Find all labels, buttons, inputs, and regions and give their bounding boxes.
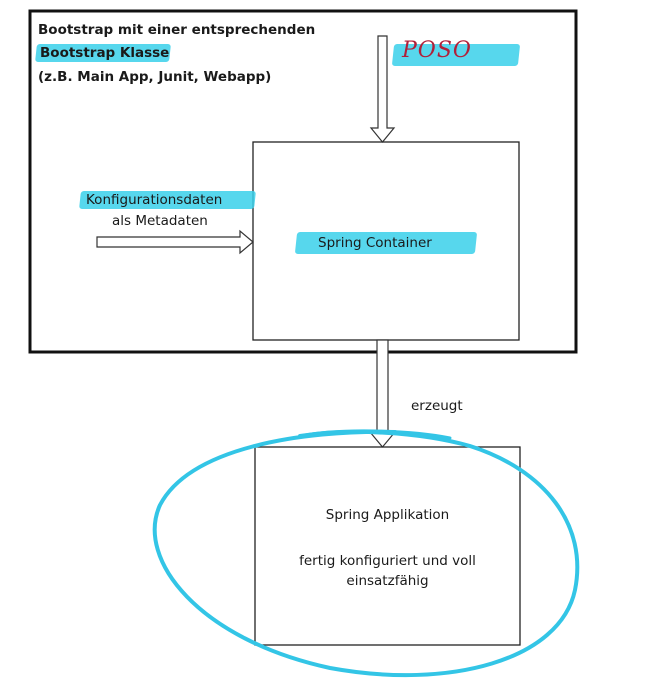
config-subtitle: als Metadaten <box>112 213 208 229</box>
config-title: Konfigurationsdaten <box>86 192 223 208</box>
spring-application-box <box>254 446 521 646</box>
application-desc-line2: einsatzfähig <box>346 573 429 589</box>
bootstrap-class: Bootstrap Klasse <box>40 45 170 61</box>
poso-handwriting: POSO <box>402 38 472 63</box>
container-label: Spring Container <box>318 235 432 251</box>
poso-arrow <box>369 35 396 143</box>
highlight-circle-overlap <box>298 429 452 440</box>
bootstrap-frame <box>28 9 578 354</box>
metadata-arrow <box>96 229 254 255</box>
application-title: Spring Applikation <box>325 507 450 523</box>
bootstrap-title: Bootstrap mit einer entsprechenden <box>38 22 316 38</box>
highlight-circle <box>152 429 580 678</box>
bootstrap-examples: (z.B. Main App, Junit, Webapp) <box>38 69 272 85</box>
application-desc-line1: fertig konfiguriert und voll <box>299 553 476 569</box>
creates-label: erzeugt <box>411 398 463 414</box>
